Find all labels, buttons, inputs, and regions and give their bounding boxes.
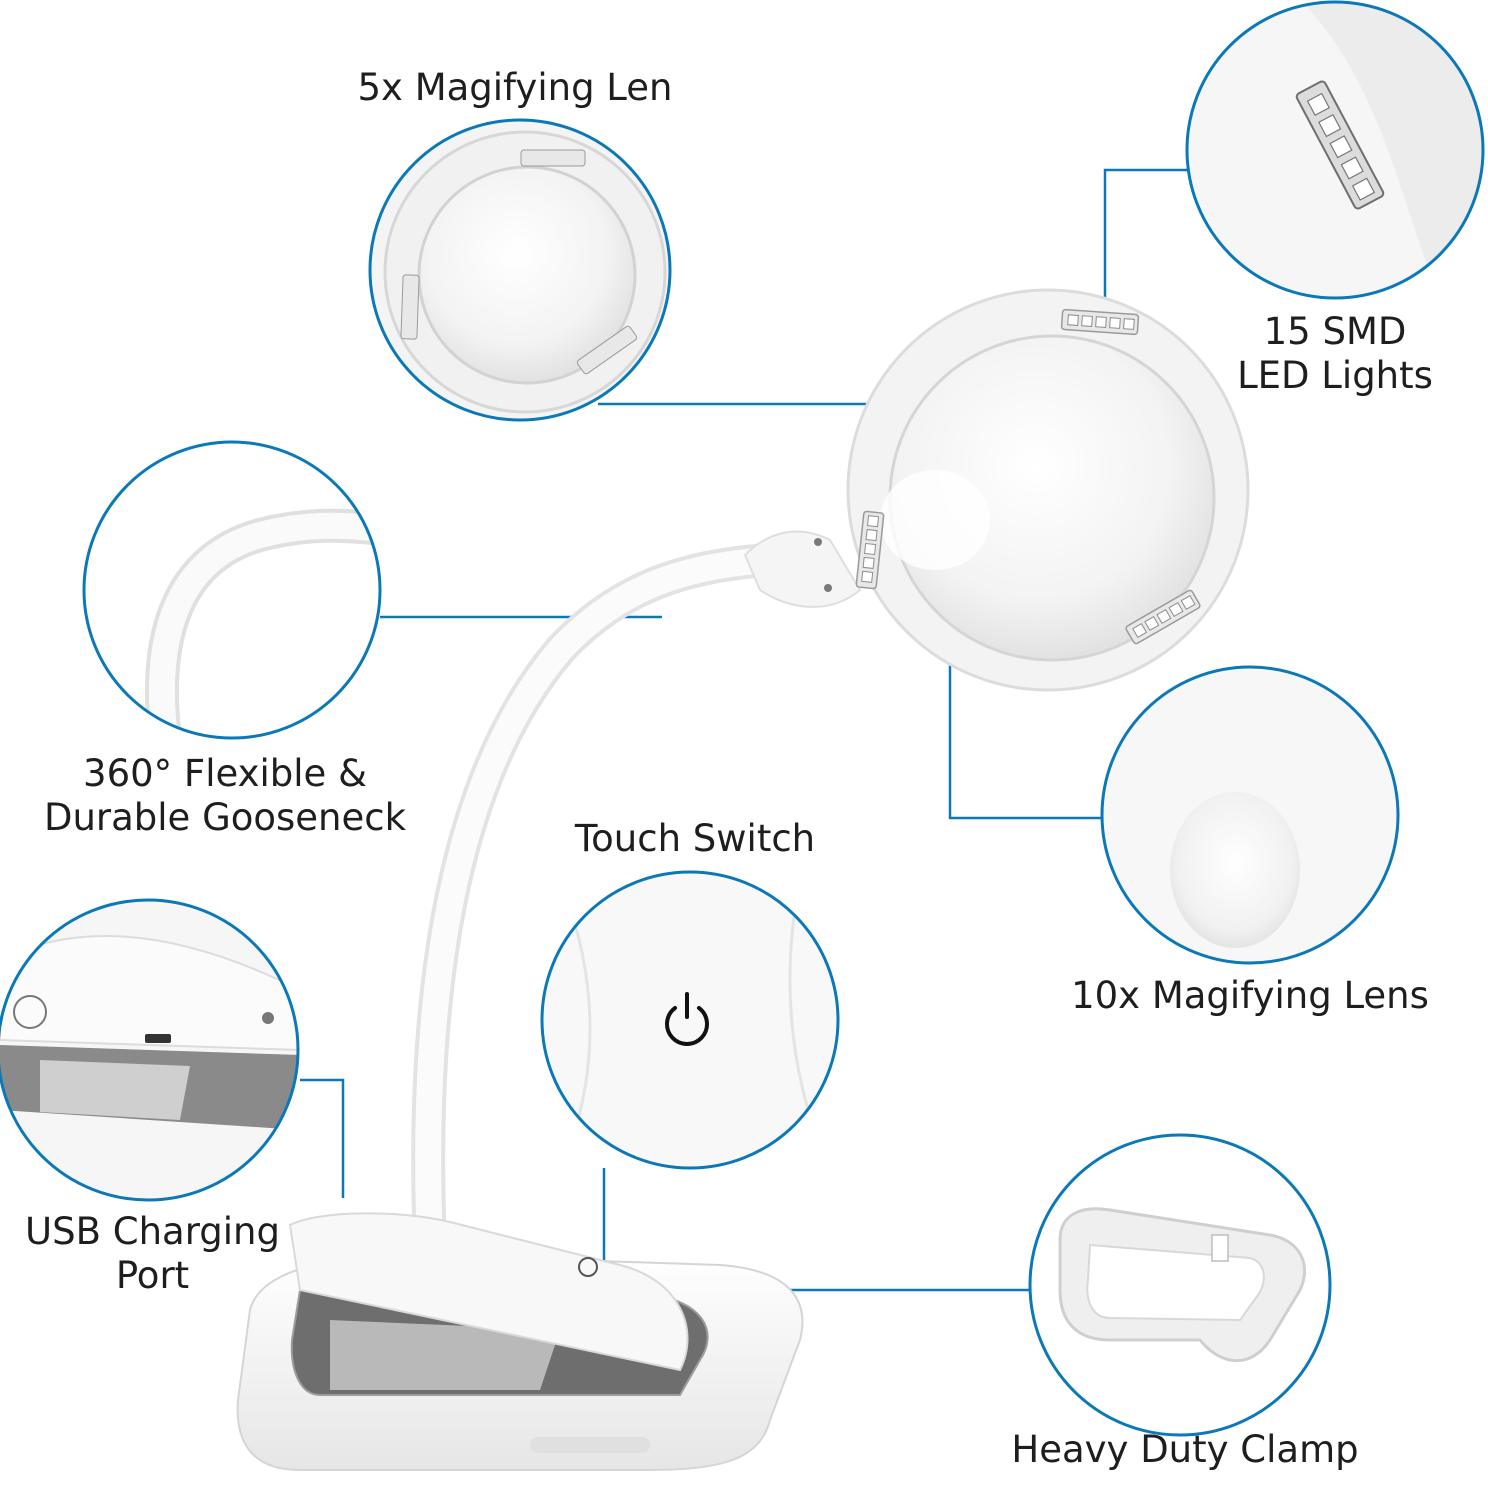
- leader-usb: [300, 1078, 345, 1198]
- label-gooseneck: 360° Flexible & Durable Gooseneck: [43, 752, 407, 839]
- label-5x-lens: 5x Magifying Len: [357, 66, 673, 109]
- label-touch-switch: Touch Switch: [574, 817, 816, 860]
- lamp-product: [236, 288, 1250, 1471]
- power-icon: [665, 992, 709, 1046]
- label-10x-lens: 10x Magifying Lens: [1071, 974, 1429, 1017]
- callout-touch-switch: [540, 870, 840, 1170]
- led-strip-icon: [1060, 308, 1140, 336]
- callout-heavy-duty-clamp: [1028, 1133, 1332, 1437]
- leader-led: [1103, 168, 1190, 322]
- screw-icon: [262, 1012, 274, 1024]
- led-strip-icon: [576, 325, 638, 375]
- power-icon: [578, 1257, 598, 1277]
- led-strip-icon: [1125, 589, 1201, 645]
- magnifier-head: [846, 288, 1250, 692]
- led-strip-icon: [520, 149, 586, 167]
- led-strip-icon: [855, 510, 885, 590]
- screw-icon: [824, 584, 832, 592]
- clamp-base: [236, 1212, 804, 1471]
- neck-joint: [743, 530, 862, 608]
- label-usb-port: USB Charging Port: [25, 1210, 280, 1297]
- power-icon: [13, 995, 47, 1029]
- label-heavy-duty-clamp: Heavy Duty Clamp: [1011, 1428, 1359, 1471]
- screw-icon: [814, 538, 822, 546]
- label-led-lights: 15 SMD LED Lights: [1237, 310, 1433, 397]
- callout-led-lights: [1185, 0, 1485, 300]
- callout-10x-lens: [1100, 665, 1400, 965]
- usb-port-icon: [145, 1034, 171, 1043]
- callout-gooseneck: [82, 440, 382, 740]
- led-strip-icon: [400, 274, 420, 340]
- callout-usb-port: [0, 898, 300, 1202]
- callout-5x-lens: [368, 118, 672, 422]
- led-strip-icon: [1295, 80, 1385, 210]
